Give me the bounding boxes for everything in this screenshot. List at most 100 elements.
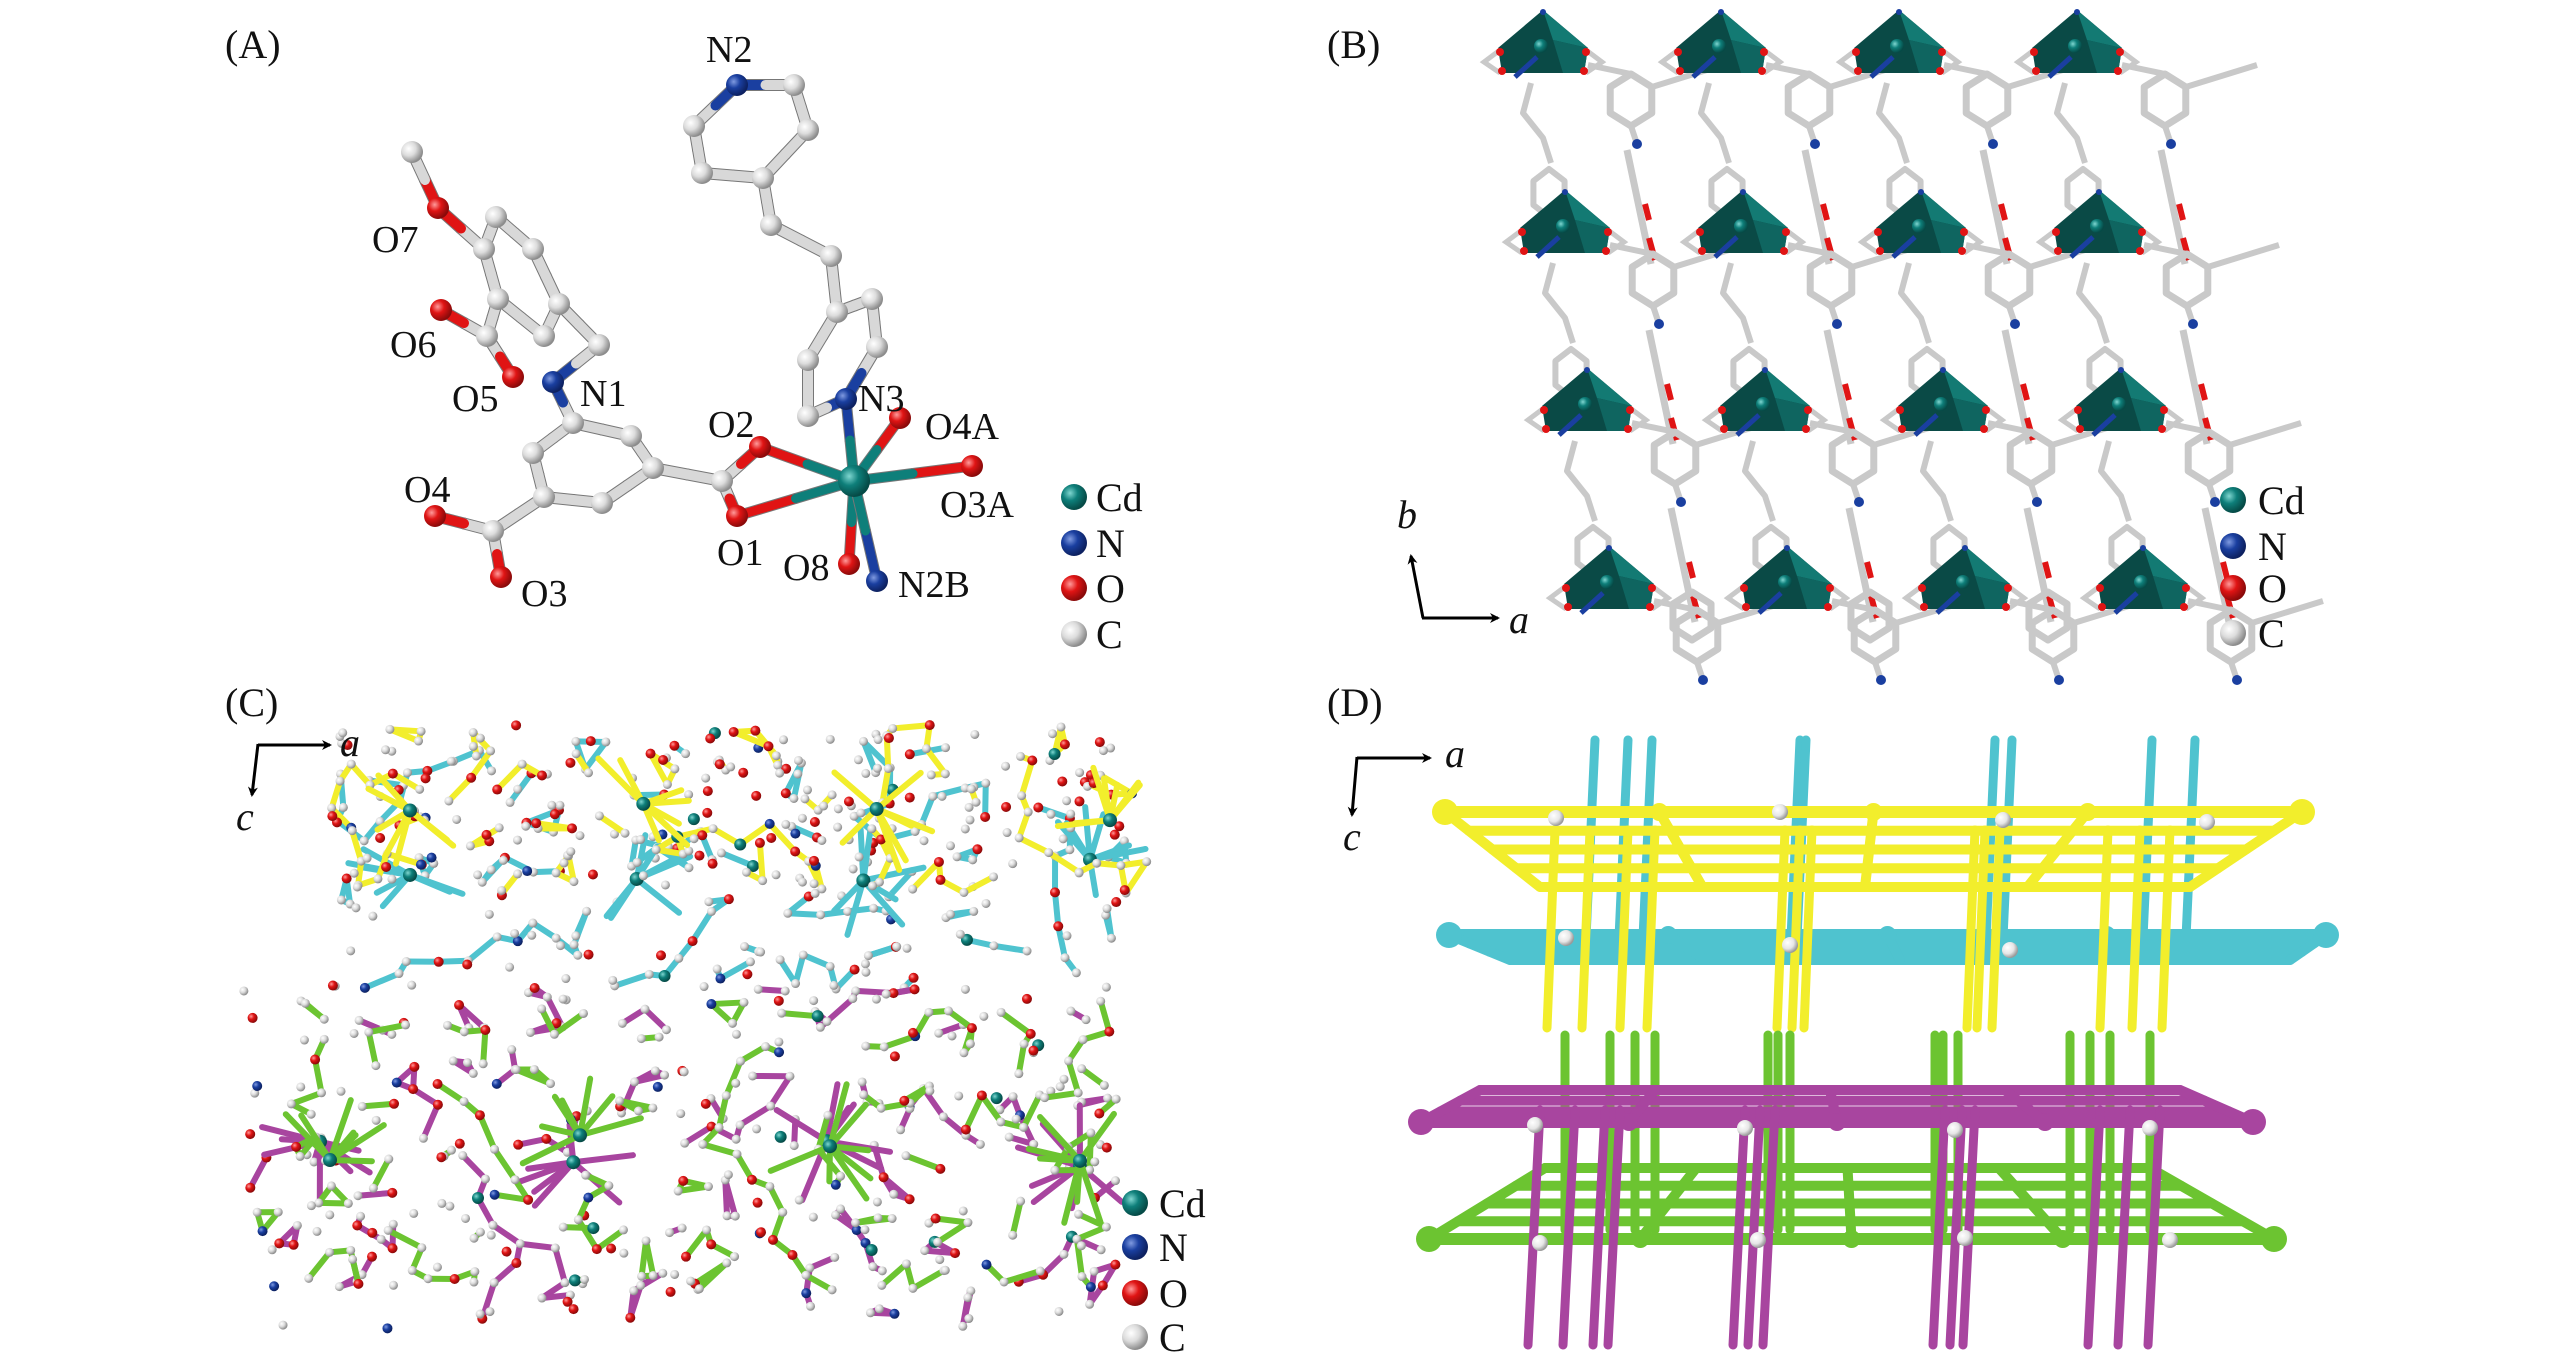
junction-node [2162, 1232, 2178, 1248]
net-bond [802, 1272, 836, 1293]
cd-atom [823, 1139, 837, 1154]
o-atom [980, 811, 991, 822]
c-atom [716, 848, 726, 858]
n-atom [1896, 9, 1902, 15]
net-bond [923, 745, 949, 777]
net-bond [1009, 1198, 1024, 1239]
c-atom [609, 829, 619, 839]
o-atom [513, 1139, 524, 1150]
c-atom [779, 735, 789, 745]
c-atom [638, 871, 648, 881]
c-atom [753, 984, 763, 994]
c-atom [774, 1037, 784, 1047]
c-atom [800, 794, 810, 804]
c-atom [966, 1286, 976, 1296]
c-atom [1060, 953, 1070, 963]
cd-atom [2068, 39, 2082, 53]
c-atom [791, 979, 801, 989]
c-atom [938, 1112, 948, 1122]
o-atom [342, 740, 353, 751]
c-atom [876, 1103, 886, 1113]
c-atom [1048, 729, 1058, 739]
o-atom [352, 1220, 363, 1231]
o-atom [387, 1187, 398, 1198]
c-atom [630, 1077, 640, 1087]
o-atom [1782, 228, 1790, 236]
o-atom [1104, 1026, 1115, 1037]
o-atom [669, 740, 680, 751]
c-atom [573, 1215, 583, 1225]
n-atom [774, 1047, 785, 1058]
net-bond [517, 1240, 559, 1252]
layer-crosstie [1860, 807, 1879, 892]
net-bond [756, 839, 766, 884]
c-atom [996, 1117, 1006, 1127]
c-atom [566, 847, 576, 857]
o-atom [310, 1054, 321, 1065]
net-bond [328, 778, 344, 811]
atom-label-o4a: O4A [925, 406, 999, 448]
c-atom [771, 870, 781, 880]
c-atom [1016, 751, 1026, 761]
c-atom [636, 1034, 646, 1044]
c-atom [490, 1144, 500, 1154]
c-atom [1022, 946, 1032, 956]
panel-c-axes: a c [236, 720, 360, 839]
net-bond [737, 1102, 774, 1128]
panel-d-axes: a c [1343, 731, 1465, 859]
benzene-ring [1606, 70, 1656, 130]
c-atom [773, 760, 783, 770]
c-atom [368, 1183, 378, 1193]
c-atom [401, 1020, 411, 1030]
cd-atom [1734, 219, 1748, 233]
c-atom [928, 791, 938, 801]
legend-a-item-o: O [1061, 566, 1125, 611]
atom-n2b-n [866, 570, 888, 592]
cd-coordination-bond [365, 785, 413, 814]
c-atom [836, 1204, 846, 1214]
pillar-rod [1958, 1105, 1980, 1350]
atom-rb5-c [522, 238, 544, 260]
net-bond [800, 951, 834, 970]
c-atom [549, 1029, 559, 1039]
c-atom [934, 1028, 944, 1038]
o-atom [381, 861, 392, 872]
benzyl-linker [2023, 507, 2055, 623]
o-atom [714, 759, 725, 770]
c-atom [484, 909, 494, 919]
n-atom [851, 1225, 862, 1236]
c-atom [809, 996, 819, 1006]
c-atom [497, 885, 507, 895]
net-bond [551, 1010, 587, 1038]
net-bond [932, 1215, 971, 1226]
o-atom [511, 1258, 522, 1269]
junction-node [2199, 814, 2215, 830]
o-atom [562, 1296, 573, 1307]
benzene-ring [1669, 588, 1715, 644]
c-atom [817, 835, 827, 845]
cd-coordination-bond [633, 875, 683, 916]
o-atom [889, 1051, 900, 1062]
cd-coordination-bond [577, 1075, 594, 1139]
cd-atom [990, 1092, 1003, 1105]
n-atom [2232, 675, 2242, 685]
junction-node [1750, 1232, 1766, 1248]
o-atom-icon [1122, 1280, 1148, 1306]
net-bond [767, 1073, 793, 1109]
c-atom [881, 989, 891, 999]
panel-b: (B) b a Cd N O C [1327, 9, 2324, 685]
n-atom [1718, 9, 1724, 15]
pillar-rod [1772, 825, 1790, 1033]
net-bond [494, 761, 526, 793]
c-atom [384, 1154, 394, 1164]
o-atom [327, 811, 338, 822]
layer-node [1432, 799, 1458, 825]
o-atom [585, 736, 596, 747]
c-atom [857, 1077, 867, 1087]
net-bond [533, 820, 576, 832]
cd-atom [774, 1130, 787, 1143]
o-atom [454, 1000, 465, 1011]
c-atom [851, 986, 861, 996]
net-bond [815, 1112, 831, 1153]
c-atom [722, 1211, 732, 1221]
